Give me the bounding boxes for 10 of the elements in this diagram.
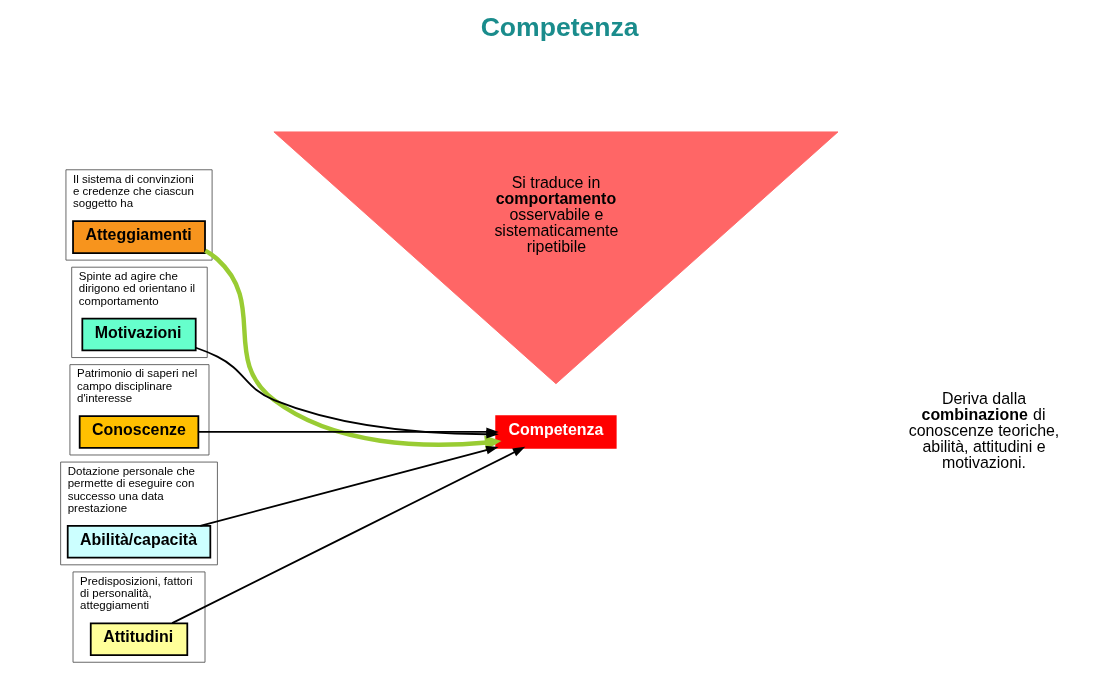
node-box: Competenza	[494, 415, 617, 449]
node-box: Attitudini	[89, 622, 188, 657]
node-box: Conoscenze	[78, 415, 199, 449]
label: Deriva dalla combinazione di conoscenze teoriche, abilità, attitudini e motivazioni.	[908, 389, 1059, 471]
arrow	[198, 445, 499, 527]
arrow	[170, 446, 525, 624]
node-box: Motivazioni	[80, 317, 197, 352]
node-box: Atteggiamenti	[71, 220, 206, 254]
diagram-title: Competenza	[480, 11, 639, 42]
node-box: Abilità/capacità	[66, 524, 211, 559]
